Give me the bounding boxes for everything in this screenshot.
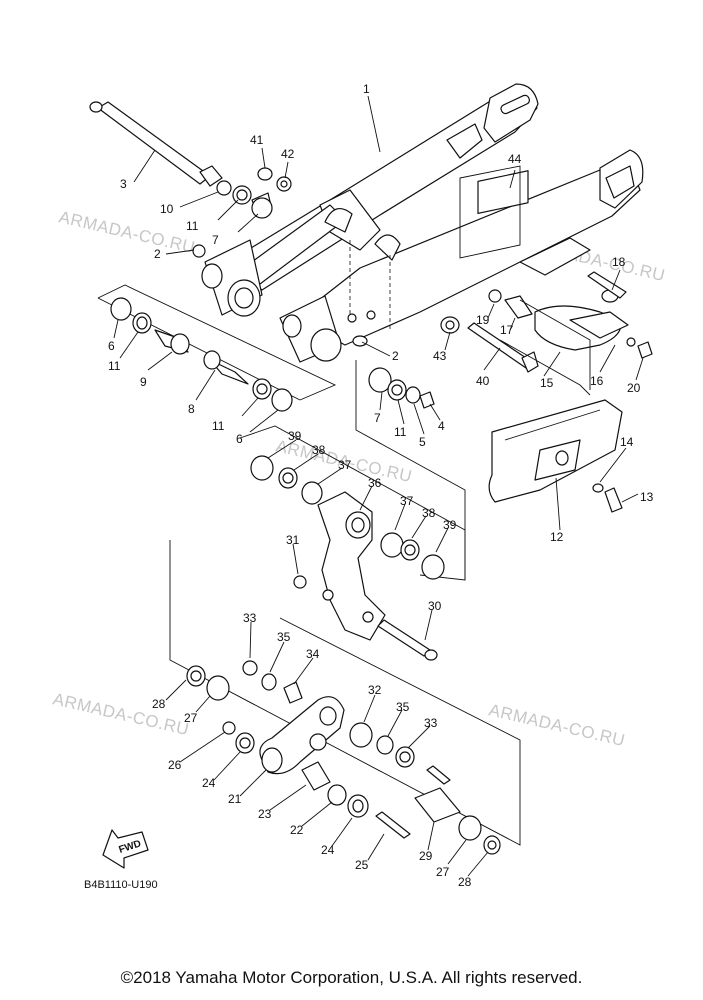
part-label-9: 9: [140, 375, 147, 389]
part-label-2a: 2: [154, 247, 161, 261]
part-label-5: 5: [419, 435, 426, 449]
part-label-34: 34: [306, 647, 320, 661]
connecting-rod-21-group: [169, 540, 521, 855]
part-label-38b: 38: [422, 506, 436, 520]
part-label-27a: 27: [184, 711, 198, 725]
part-number-labels: 1 2 2 3 4 5 6 6 7 7 8 9 10 11 11 11 11 1…: [108, 82, 654, 889]
part-label-7a: 7: [212, 233, 219, 247]
part-label-37b: 37: [400, 494, 414, 508]
part-label-8: 8: [188, 402, 195, 416]
left-bushing-group: [97, 284, 337, 412]
part-label-17: 17: [500, 323, 514, 337]
part-label-25: 25: [355, 858, 369, 872]
part-label-12: 12: [550, 530, 564, 544]
part-label-41: 41: [250, 133, 264, 147]
part-label-37a: 37: [338, 458, 352, 472]
chain-slider-12: [488, 399, 623, 513]
part-label-18: 18: [612, 255, 626, 269]
part-label-11d: 11: [394, 425, 407, 439]
part-label-36: 36: [368, 476, 382, 490]
watermark-bottom-right: ARMADA-CO.RU: [487, 700, 627, 750]
part-label-35b: 35: [396, 700, 410, 714]
leader-lines: [113, 95, 644, 877]
part-label-39b: 39: [443, 518, 457, 532]
part-label-28a: 28: [152, 697, 166, 711]
part-label-14: 14: [620, 435, 634, 449]
copyright-notice: ©2018 Yamaha Motor Corporation, U.S.A. A…: [120, 968, 583, 987]
part-label-20: 20: [627, 381, 641, 395]
part-label-44: 44: [508, 152, 522, 166]
diagram-code: B4B1110-U190: [84, 879, 158, 891]
part-label-33b: 33: [424, 716, 438, 730]
part-label-32: 32: [368, 683, 382, 697]
part-label-24a: 24: [202, 776, 216, 790]
label-44: [459, 165, 529, 259]
part-label-40: 40: [476, 374, 490, 388]
right-pivot-group: [355, 360, 466, 580]
part-label-42: 42: [281, 147, 295, 161]
part-label-11c: 11: [212, 419, 225, 433]
part-label-28b: 28: [458, 875, 472, 889]
part-label-26: 26: [168, 758, 182, 772]
part-label-11b: 11: [108, 359, 121, 373]
chain-guide-bracket: [488, 237, 653, 390]
part-label-29: 29: [419, 849, 433, 863]
part-label-35a: 35: [277, 630, 291, 644]
part-label-13: 13: [640, 490, 654, 504]
part-label-6a: 6: [108, 339, 115, 353]
part-label-23: 23: [258, 807, 272, 821]
part-label-7b: 7: [374, 411, 381, 425]
part-label-16: 16: [590, 374, 604, 388]
watermark-bottom-left: ARMADA-CO.RU: [51, 689, 191, 739]
part-label-4: 4: [438, 419, 445, 433]
part-label-43: 43: [433, 349, 447, 363]
part-label-39a: 39: [288, 429, 302, 443]
part-label-3: 3: [120, 177, 127, 191]
watermark-top-left: ARMADA-CO.RU: [57, 207, 197, 257]
part-label-27b: 27: [436, 865, 450, 879]
part-label-24b: 24: [321, 843, 335, 857]
part-label-2b: 2: [392, 349, 399, 363]
part-label-22: 22: [290, 823, 304, 837]
part-label-21: 21: [228, 792, 242, 806]
part-label-33a: 33: [243, 611, 257, 625]
relay-arm-36-group: [239, 425, 466, 661]
part-label-38a: 38: [312, 443, 326, 457]
part-label-15: 15: [540, 376, 554, 390]
part-label-19: 19: [476, 313, 490, 327]
part-label-30: 30: [428, 599, 442, 613]
fwd-arrow-icon: FWD: [102, 829, 149, 869]
part-label-1: 1: [363, 82, 370, 96]
pivot-bolt-40: [440, 316, 591, 396]
part-label-10: 10: [160, 202, 174, 216]
part-label-6b: 6: [236, 432, 243, 446]
part-label-31: 31: [286, 533, 300, 547]
pivot-shaft-3: [89, 101, 376, 347]
swingarm: [201, 83, 644, 363]
part-label-11a: 11: [186, 219, 199, 233]
